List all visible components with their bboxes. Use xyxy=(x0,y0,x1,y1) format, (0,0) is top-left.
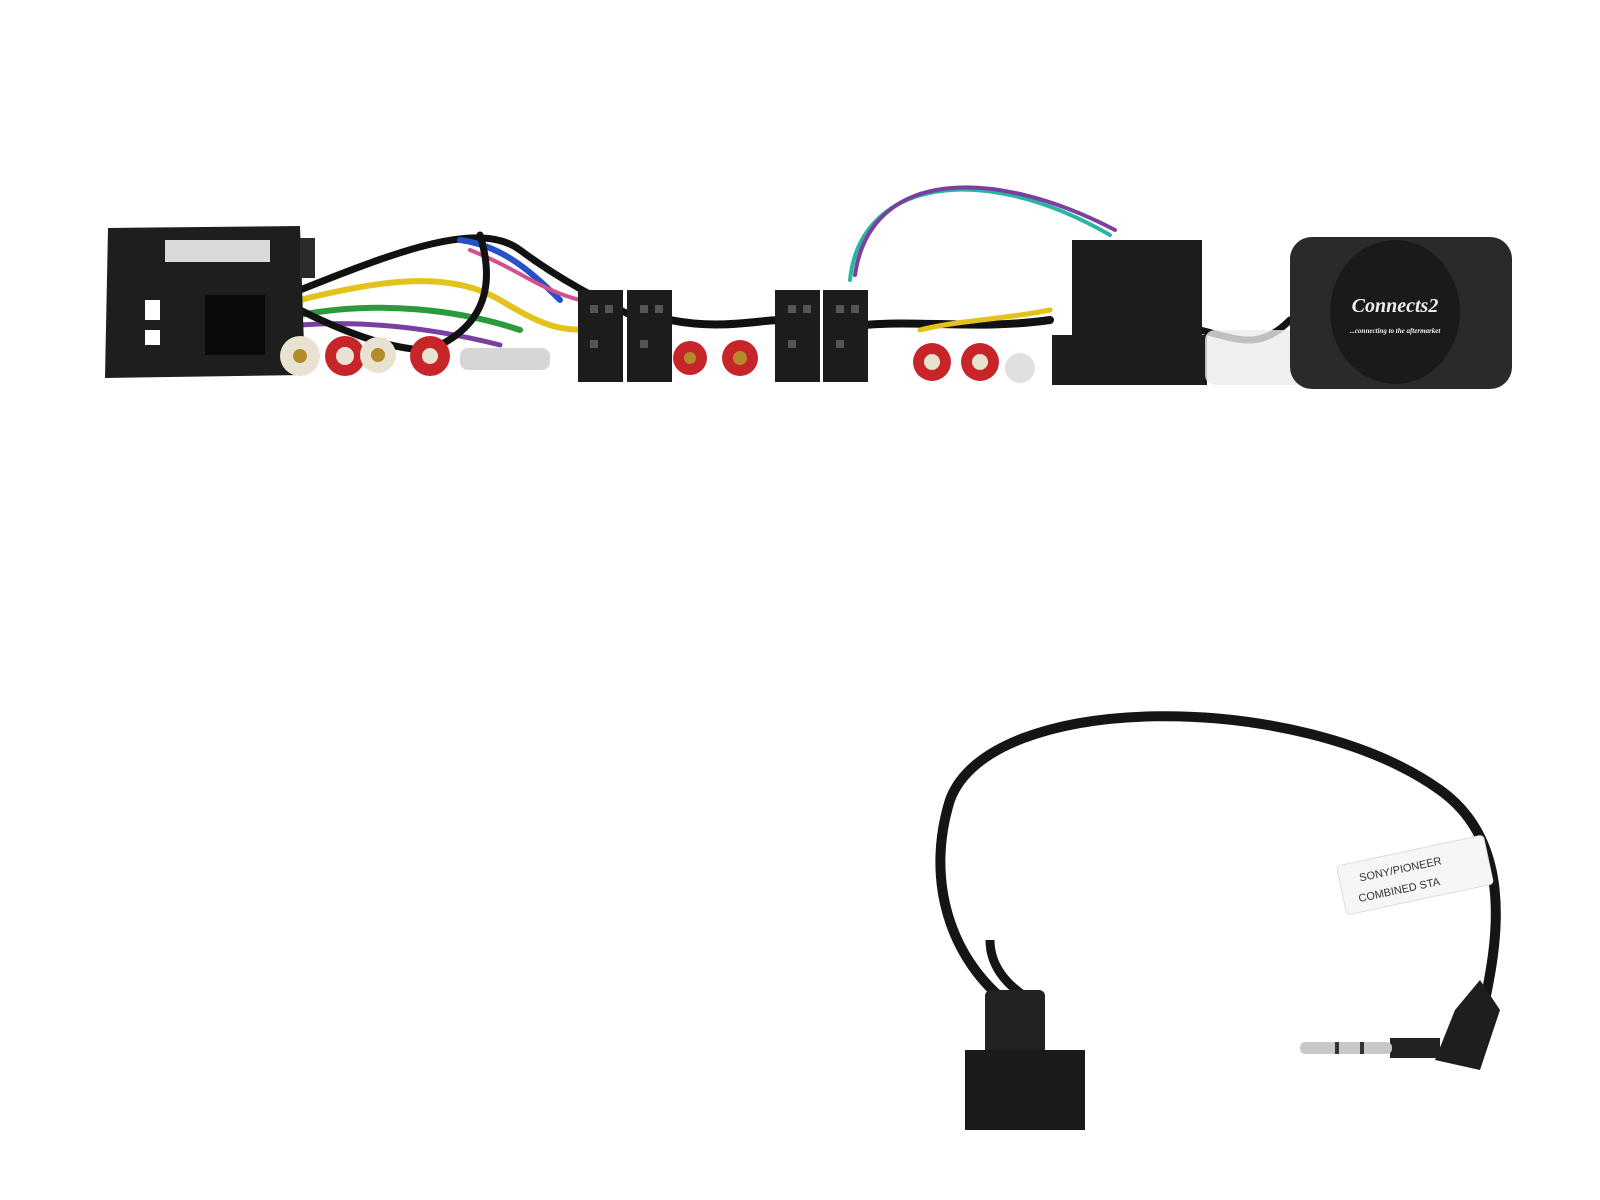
interface-box: Connects2 ...connecting to the aftermark… xyxy=(1290,237,1512,389)
twelve-pin-connector xyxy=(965,1050,1085,1130)
cable-label: SONY/PIONEER COMBINED STA xyxy=(1336,835,1494,915)
interface-tagline: ...connecting to the aftermarket xyxy=(1350,327,1442,335)
right-connector xyxy=(1052,240,1305,385)
rca-plugs xyxy=(280,336,1035,383)
stalk-cable xyxy=(935,711,1501,1130)
iso-connectors xyxy=(578,290,868,382)
quadlock-connector xyxy=(105,226,315,378)
jack-housing xyxy=(1435,980,1500,1070)
interface-logo: Connects2 xyxy=(1352,295,1439,317)
jack-plug xyxy=(1300,1042,1392,1054)
